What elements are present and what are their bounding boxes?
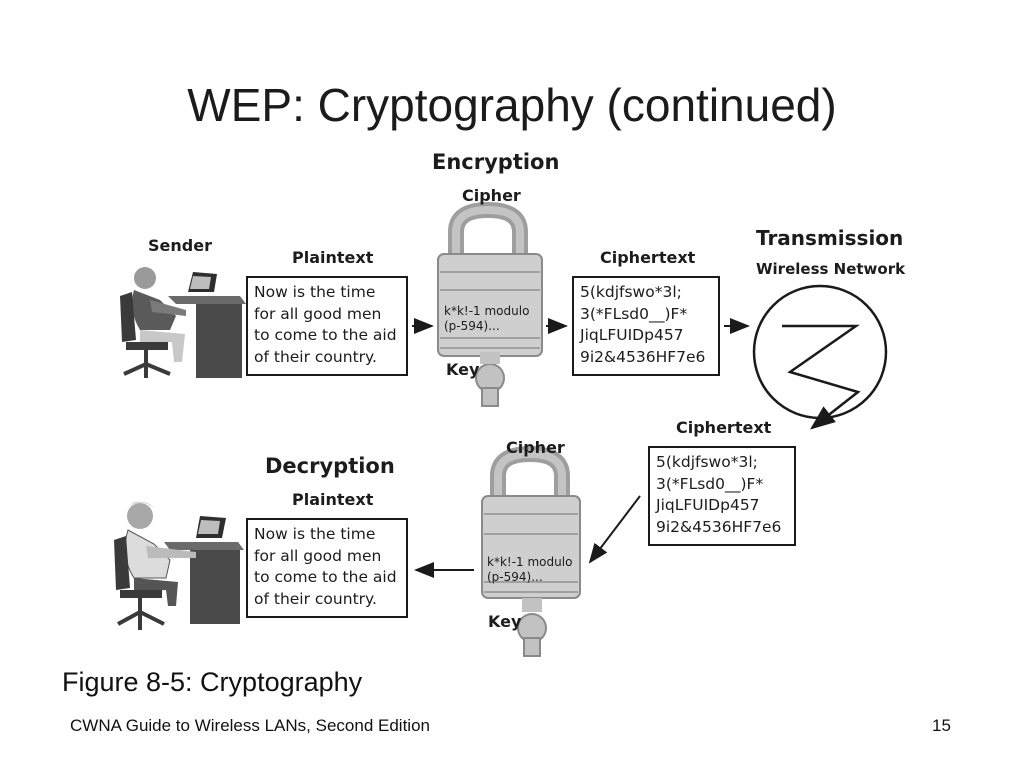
cipher-line: (p-594)...	[487, 570, 543, 584]
decryption-key-label: Key	[488, 612, 522, 631]
encryption-heading: Encryption	[432, 150, 560, 174]
ciphertext-line: 3(*FLsd0__)F*	[656, 474, 764, 493]
decryption-plaintext-box: Now is the time for all good men to come…	[246, 518, 408, 618]
ciphertext-line: 5(kdjfswo*3l;	[580, 283, 682, 301]
cipher-line: (p-594)...	[444, 319, 500, 333]
encryption-key-label: Key	[446, 360, 480, 379]
encryption-plaintext-label: Plaintext	[292, 248, 374, 267]
decryption-padlock-icon	[481, 445, 581, 599]
ciphertext-line: JiqLFUIDp457	[580, 326, 684, 344]
encryption-key-icon	[475, 352, 505, 407]
plaintext-line: Now is the time	[254, 283, 376, 301]
plaintext-line: for all good men	[254, 546, 382, 565]
transmission-heading: Transmission	[756, 226, 904, 250]
plaintext-line: of their country.	[254, 589, 377, 608]
encryption-padlock-icon	[437, 201, 543, 357]
decryption-cipher-label: Cipher	[506, 438, 565, 457]
ciphertext-line: 9i2&4536HF7e6	[656, 517, 782, 536]
ciphertext-line: 5(kdjfswo*3l;	[656, 453, 758, 471]
decryption-plaintext-label: Plaintext	[292, 490, 374, 509]
plaintext-line: to come to the aid	[254, 326, 397, 344]
decryption-cipher-text: k*k!-1 modulo (p-594)...	[487, 555, 572, 585]
page-number: 15	[932, 716, 951, 735]
plaintext-line: to come to the aid	[254, 568, 397, 586]
sender-person-icon	[120, 267, 246, 378]
plaintext-line: for all good men	[254, 304, 382, 323]
encryption-cipher-text: k*k!-1 modulo (p-594)...	[444, 304, 529, 334]
decryption-key-icon	[517, 598, 547, 657]
receiver-person-icon	[114, 501, 244, 630]
ciphertext-line: 9i2&4536HF7e6	[580, 347, 706, 366]
wireless-network-label: Wireless Network	[756, 260, 906, 278]
sender-label: Sender	[148, 236, 212, 255]
slide-title: WEP: Cryptography (continued)	[187, 79, 837, 131]
plaintext-line: of their country.	[254, 347, 377, 366]
decryption-ciphertext-label: Ciphertext	[676, 418, 772, 437]
decryption-ciphertext-box: 5(kdjfswo*3l; 3(*FLsd0__)F* JiqLFUIDp457…	[648, 446, 796, 546]
cipher-line: k*k!-1 modulo	[487, 555, 573, 569]
encryption-ciphertext-label: Ciphertext	[600, 248, 696, 267]
plaintext-line: Now is the time	[254, 525, 376, 543]
ciphertext-line: JiqLFUIDp457	[656, 496, 760, 514]
ciphertext-to-decipher-arrow	[588, 495, 641, 564]
figure-caption: Figure 8-5: Cryptography	[62, 667, 363, 697]
decryption-heading: Decryption	[265, 454, 395, 478]
encryption-cipher-label: Cipher	[462, 186, 521, 205]
wireless-network-icon	[752, 284, 888, 430]
ciphertext-line: 3(*FLsd0__)F*	[580, 304, 688, 323]
cipher-line: k*k!-1 modulo	[444, 304, 530, 318]
encryption-plaintext-box: Now is the time for all good men to come…	[246, 276, 408, 376]
encryption-ciphertext-box: 5(kdjfswo*3l; 3(*FLsd0__)F* JiqLFUIDp457…	[572, 276, 720, 376]
slide-footer: CWNA Guide to Wireless LANs, Second Edit…	[70, 716, 430, 735]
